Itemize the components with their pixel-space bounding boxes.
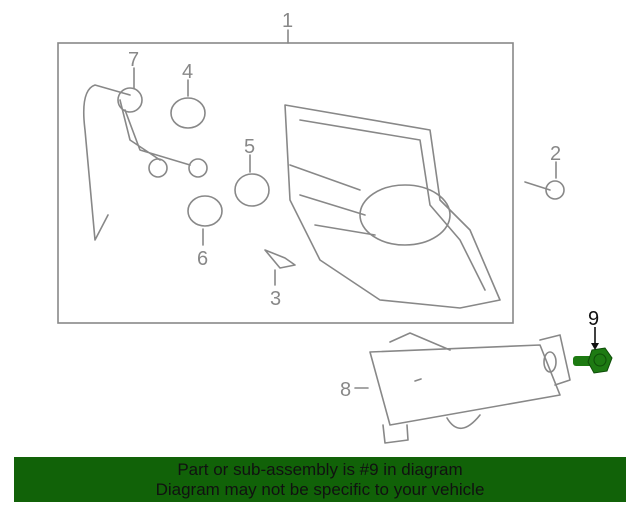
info-banner: Part or sub-assembly is #9 in diagram Di… [14,457,626,502]
lamp-bracket-8 [369,332,571,444]
callout-5: 5 [244,136,255,158]
callout-6: 6 [197,248,208,270]
clip-3 [264,249,296,269]
assembly-box [57,42,514,324]
bulb-5 [234,173,270,207]
bolt-9-highlighted[interactable] [573,347,613,374]
callout-2: 2 [550,143,561,165]
callout-3: 3 [270,288,281,310]
bulb-6 [187,195,223,227]
banner-line-1: Part or sub-assembly is #9 in diagram [177,460,463,479]
wiring-harness [82,84,191,241]
bulb-4 [170,97,206,129]
callout-4: 4 [182,61,193,83]
banner-line-2: Diagram may not be specific to your vehi… [155,480,485,499]
callout-9: 9 [588,308,599,330]
callout-1: 1 [282,10,293,32]
tail-lamp-housing [284,104,501,309]
callout-7: 7 [128,49,139,71]
callout-8: 8 [340,379,351,401]
